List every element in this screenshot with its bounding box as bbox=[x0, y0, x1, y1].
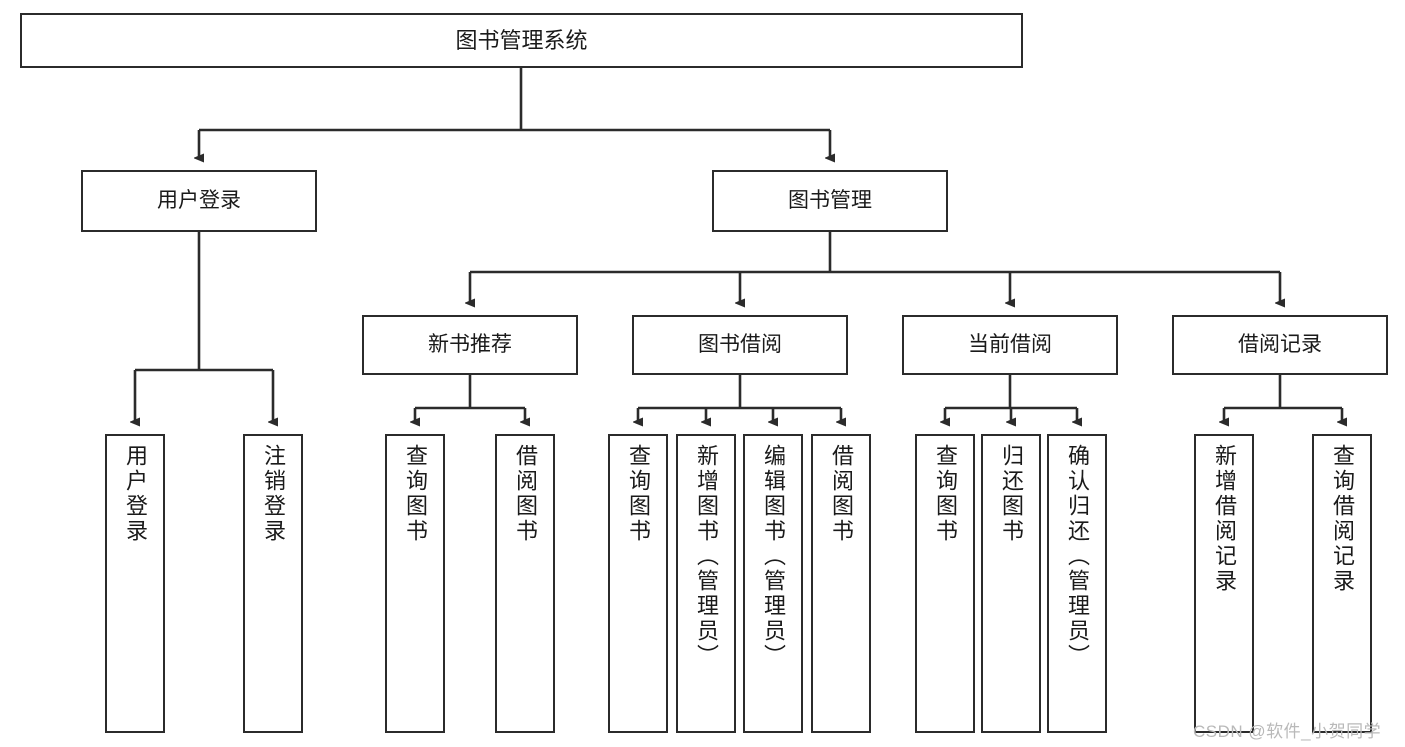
node-label: 借阅记录 bbox=[1238, 332, 1322, 356]
node-label: 图书管理 bbox=[788, 188, 872, 212]
node-label: 借阅图书 bbox=[513, 444, 538, 544]
node-label: 图书借阅 bbox=[698, 332, 782, 356]
node-label: 新书推荐 bbox=[428, 332, 512, 356]
csdn-watermark: CSDN @软件_小贺同学 bbox=[1193, 722, 1382, 741]
node-label: 图书管理系统 bbox=[455, 27, 588, 53]
node-label: 新增图书（管理员） bbox=[694, 444, 719, 669]
node-label: 查询借阅记录 bbox=[1330, 444, 1355, 594]
leaf-borrow-book-recommend[interactable]: 借阅图书 bbox=[495, 434, 555, 733]
leaf-borrow-book[interactable]: 借阅图书 bbox=[811, 434, 871, 733]
node-label: 查询图书 bbox=[626, 444, 651, 544]
leaf-user-login[interactable]: 用户登录 bbox=[105, 434, 165, 733]
leaf-add-book-admin[interactable]: 新增图书（管理员） bbox=[676, 434, 736, 733]
node-root-book-management-system[interactable]: 图书管理系统 bbox=[20, 13, 1023, 68]
node-label: 归还图书 bbox=[999, 444, 1024, 544]
node-label: 确认归还（管理员） bbox=[1065, 444, 1090, 669]
leaf-return-book[interactable]: 归还图书 bbox=[981, 434, 1041, 733]
node-book-management[interactable]: 图书管理 bbox=[712, 170, 948, 232]
node-label: 注销登录 bbox=[261, 444, 286, 544]
leaf-query-book-borrow[interactable]: 查询图书 bbox=[608, 434, 668, 733]
node-new-book-recommend[interactable]: 新书推荐 bbox=[362, 315, 578, 375]
leaf-logout[interactable]: 注销登录 bbox=[243, 434, 303, 733]
node-current-borrow[interactable]: 当前借阅 bbox=[902, 315, 1118, 375]
leaf-query-borrow-record[interactable]: 查询借阅记录 bbox=[1312, 434, 1372, 733]
leaf-edit-book-admin[interactable]: 编辑图书（管理员） bbox=[743, 434, 803, 733]
node-borrow-record[interactable]: 借阅记录 bbox=[1172, 315, 1388, 375]
leaf-query-book-current[interactable]: 查询图书 bbox=[915, 434, 975, 733]
leaf-query-book-recommend[interactable]: 查询图书 bbox=[385, 434, 445, 733]
node-label: 新增借阅记录 bbox=[1212, 444, 1237, 594]
leaf-confirm-return-admin[interactable]: 确认归还（管理员） bbox=[1047, 434, 1107, 733]
node-label: 编辑图书（管理员） bbox=[761, 444, 786, 669]
leaf-add-borrow-record[interactable]: 新增借阅记录 bbox=[1194, 434, 1254, 733]
node-book-borrow[interactable]: 图书借阅 bbox=[632, 315, 848, 375]
node-label: 用户登录 bbox=[123, 444, 148, 544]
node-label: 借阅图书 bbox=[829, 444, 854, 544]
node-user-login[interactable]: 用户登录 bbox=[81, 170, 317, 232]
node-label: 用户登录 bbox=[157, 188, 241, 212]
node-label: 查询图书 bbox=[933, 444, 958, 544]
node-label: 当前借阅 bbox=[968, 332, 1052, 356]
node-label: 查询图书 bbox=[403, 444, 428, 544]
